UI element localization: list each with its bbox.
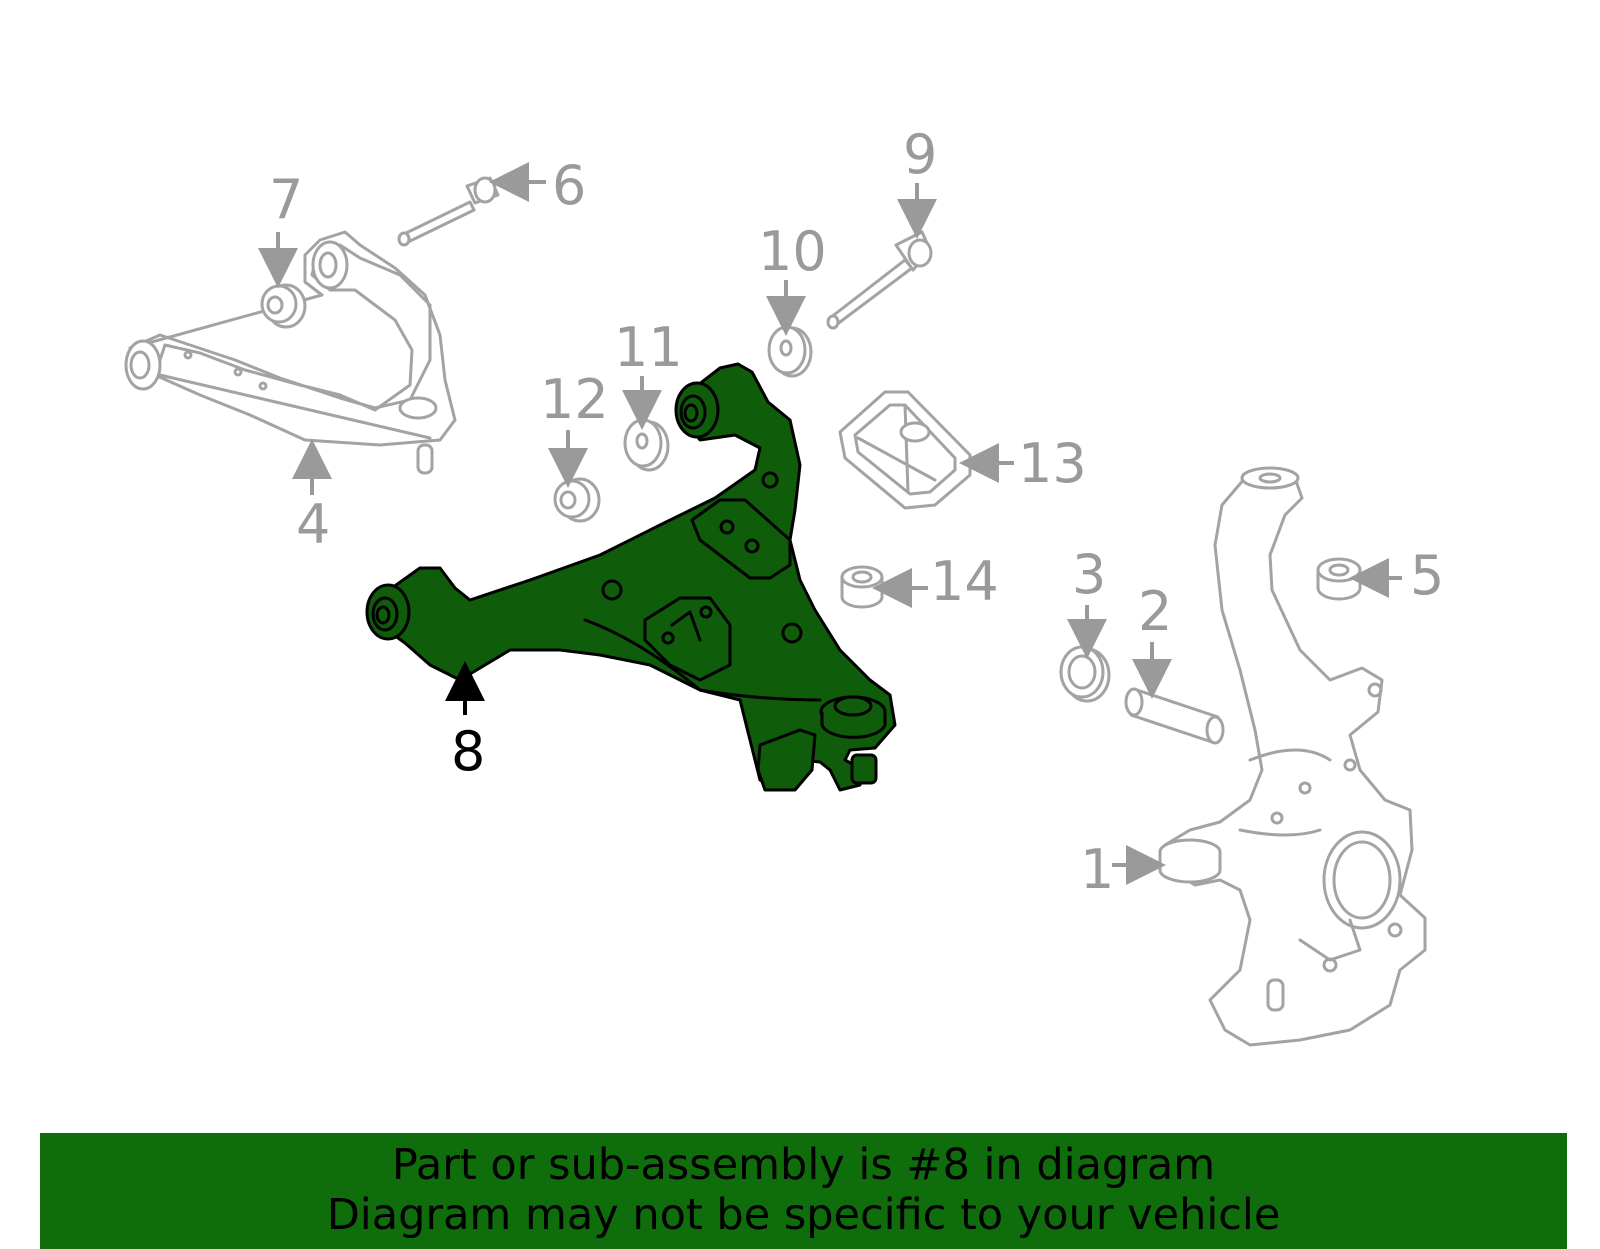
washer-part-11[interactable] (623, 418, 670, 472)
callout-13[interactable]: 13 (1018, 432, 1087, 495)
bolt-part-9[interactable] (826, 230, 933, 330)
callout-9[interactable]: 9 (903, 123, 937, 186)
ring-part-3[interactable] (1059, 645, 1111, 703)
callout-8[interactable]: 8 (451, 720, 485, 783)
callout-5[interactable]: 5 (1410, 544, 1444, 607)
banner-line-2: Diagram may not be specific to your vehi… (326, 1190, 1281, 1240)
washer-part-10[interactable] (767, 325, 813, 378)
upper-control-arm-part-4[interactable] (124, 230, 457, 475)
callout-4[interactable]: 4 (296, 493, 330, 556)
nut-part-12[interactable] (553, 477, 601, 523)
callout-2[interactable]: 2 (1138, 580, 1172, 643)
callout-12[interactable]: 12 (540, 368, 609, 431)
callout-14[interactable]: 14 (930, 550, 999, 613)
pin-part-2[interactable] (1124, 687, 1225, 745)
banner-line-1: Part or sub-assembly is #8 in diagram (391, 1140, 1216, 1190)
bushing-part-5[interactable] (1316, 557, 1362, 601)
plate-part-13[interactable] (838, 390, 972, 510)
callout-7[interactable]: 7 (269, 168, 303, 231)
lower-control-arm-part-8[interactable] (365, 362, 897, 792)
callout-11[interactable]: 11 (614, 316, 683, 379)
callout-10[interactable]: 10 (758, 220, 827, 283)
info-banner: Part or sub-assembly is #8 in diagram Di… (40, 1133, 1567, 1249)
spacer-part-14[interactable] (840, 565, 884, 609)
bolt-part-6[interactable] (397, 176, 500, 247)
callout-6[interactable]: 6 (552, 154, 586, 217)
callout-3[interactable]: 3 (1072, 543, 1106, 606)
steering-knuckle-part-1[interactable] (1158, 466, 1427, 1047)
callout-1[interactable]: 1 (1080, 838, 1114, 901)
